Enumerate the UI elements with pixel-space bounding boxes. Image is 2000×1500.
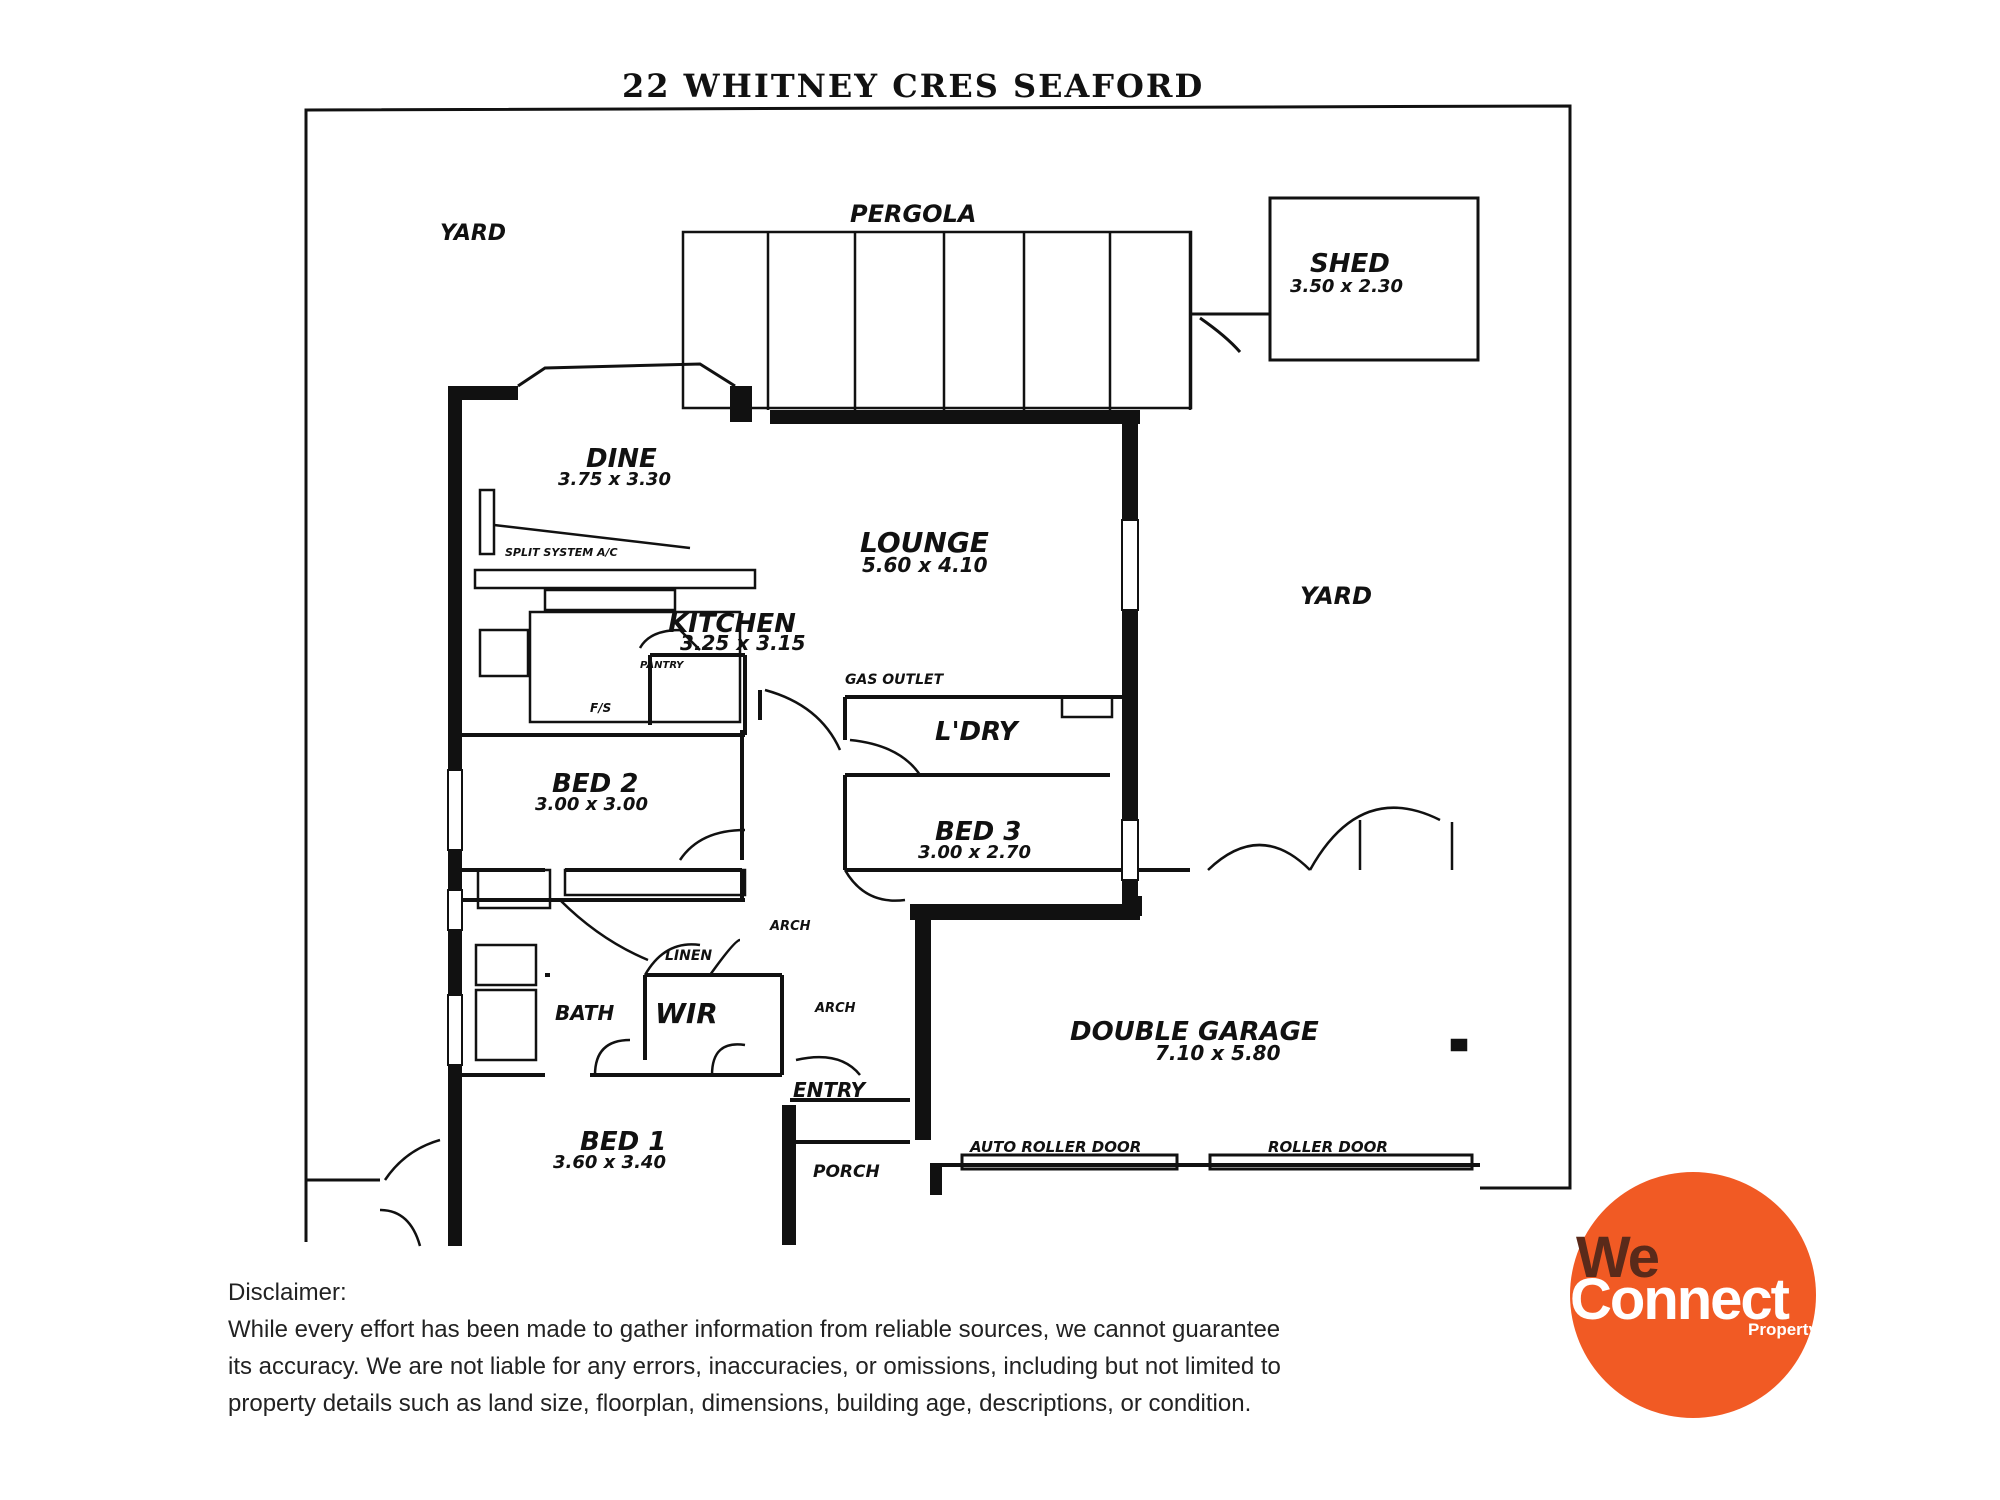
garage-size: 7.10 x 5.80	[1155, 1041, 1281, 1065]
bed2-size: 3.00 x 3.00	[535, 794, 648, 815]
roller-door-label: ROLLER DOOR	[1268, 1138, 1388, 1156]
disclaimer-line-3: property details such as land size, floo…	[228, 1390, 1252, 1417]
shed-size: 3.50 x 2.30	[1290, 276, 1403, 297]
logo-connect-text: Connect	[1570, 1267, 1790, 1332]
bed2-label: BED 2	[552, 769, 638, 799]
arch2-label: ARCH	[814, 1001, 856, 1016]
kitchen-size: 3.25 x 3.15	[680, 631, 806, 655]
plan-title: 22 WHITNEY CRES SEAFORD	[622, 67, 1204, 105]
pergola	[681, 230, 1193, 410]
bed3-label: BED 3	[935, 817, 1021, 847]
bay-window	[517, 362, 736, 388]
entry-label: ENTRY	[793, 1078, 868, 1102]
yard-right-label: YARD	[1300, 582, 1372, 610]
pergola-label: PERGOLA	[850, 200, 976, 228]
disclaimer-heading: Disclaimer:	[228, 1279, 347, 1306]
pantry-label: PANTRY	[640, 660, 685, 671]
fs-label: F/S	[590, 701, 611, 715]
windows	[447, 519, 1139, 1066]
bed3-size: 3.00 x 2.70	[918, 842, 1031, 863]
garage-label: DOUBLE GARAGE	[1070, 1017, 1319, 1047]
split-system-label: SPLIT SYSTEM A/C	[505, 546, 618, 559]
kitchen-label: KITCHEN	[668, 609, 796, 639]
laundry-label: L'DRY	[935, 717, 1021, 747]
yard-top-label: YARD	[440, 221, 506, 246]
bath-label: BATH	[555, 1001, 614, 1025]
house-walls	[448, 386, 1142, 1246]
disclaimer-line-2: its accuracy. We are not liable for any …	[228, 1353, 1281, 1380]
property-boundary	[304, 104, 1572, 1242]
dine-label: DINE	[586, 444, 657, 474]
doors	[379, 628, 1454, 1247]
bed1-label: BED 1	[580, 1127, 666, 1157]
lounge-size: 5.60 x 4.10	[862, 553, 988, 577]
garage-doors	[960, 1153, 1474, 1171]
gas-outlet-label: GAS OUTLET	[845, 672, 945, 688]
fixtures	[473, 488, 1468, 1062]
shed-label: SHED	[1310, 249, 1390, 279]
logo-we-text: We	[1576, 1225, 1660, 1290]
we-connect-logo: We Connect Property	[1570, 1172, 1818, 1418]
logo-property-text: Property	[1748, 1320, 1818, 1339]
disclaimer: Disclaimer: While every effort has been …	[228, 1274, 1528, 1422]
porch-label: PORCH	[813, 1162, 880, 1182]
arch1-label: ARCH	[769, 919, 811, 934]
room-labels: YARD YARD PERGOLA SHED 3.50 x 2.30 DINE …	[440, 200, 1403, 1182]
disclaimer-line-1: While every effort has been made to gath…	[228, 1316, 1281, 1343]
lounge-label: LOUNGE	[860, 526, 989, 559]
bed1-size: 3.60 x 3.40	[553, 1152, 666, 1173]
linen-label: LINEN	[665, 948, 712, 964]
shed	[1191, 196, 1480, 362]
wir-label: WIR	[655, 997, 718, 1030]
dine-size: 3.75 x 3.30	[558, 469, 671, 490]
auto-roller-door-label: AUTO ROLLER DOOR	[969, 1138, 1141, 1156]
